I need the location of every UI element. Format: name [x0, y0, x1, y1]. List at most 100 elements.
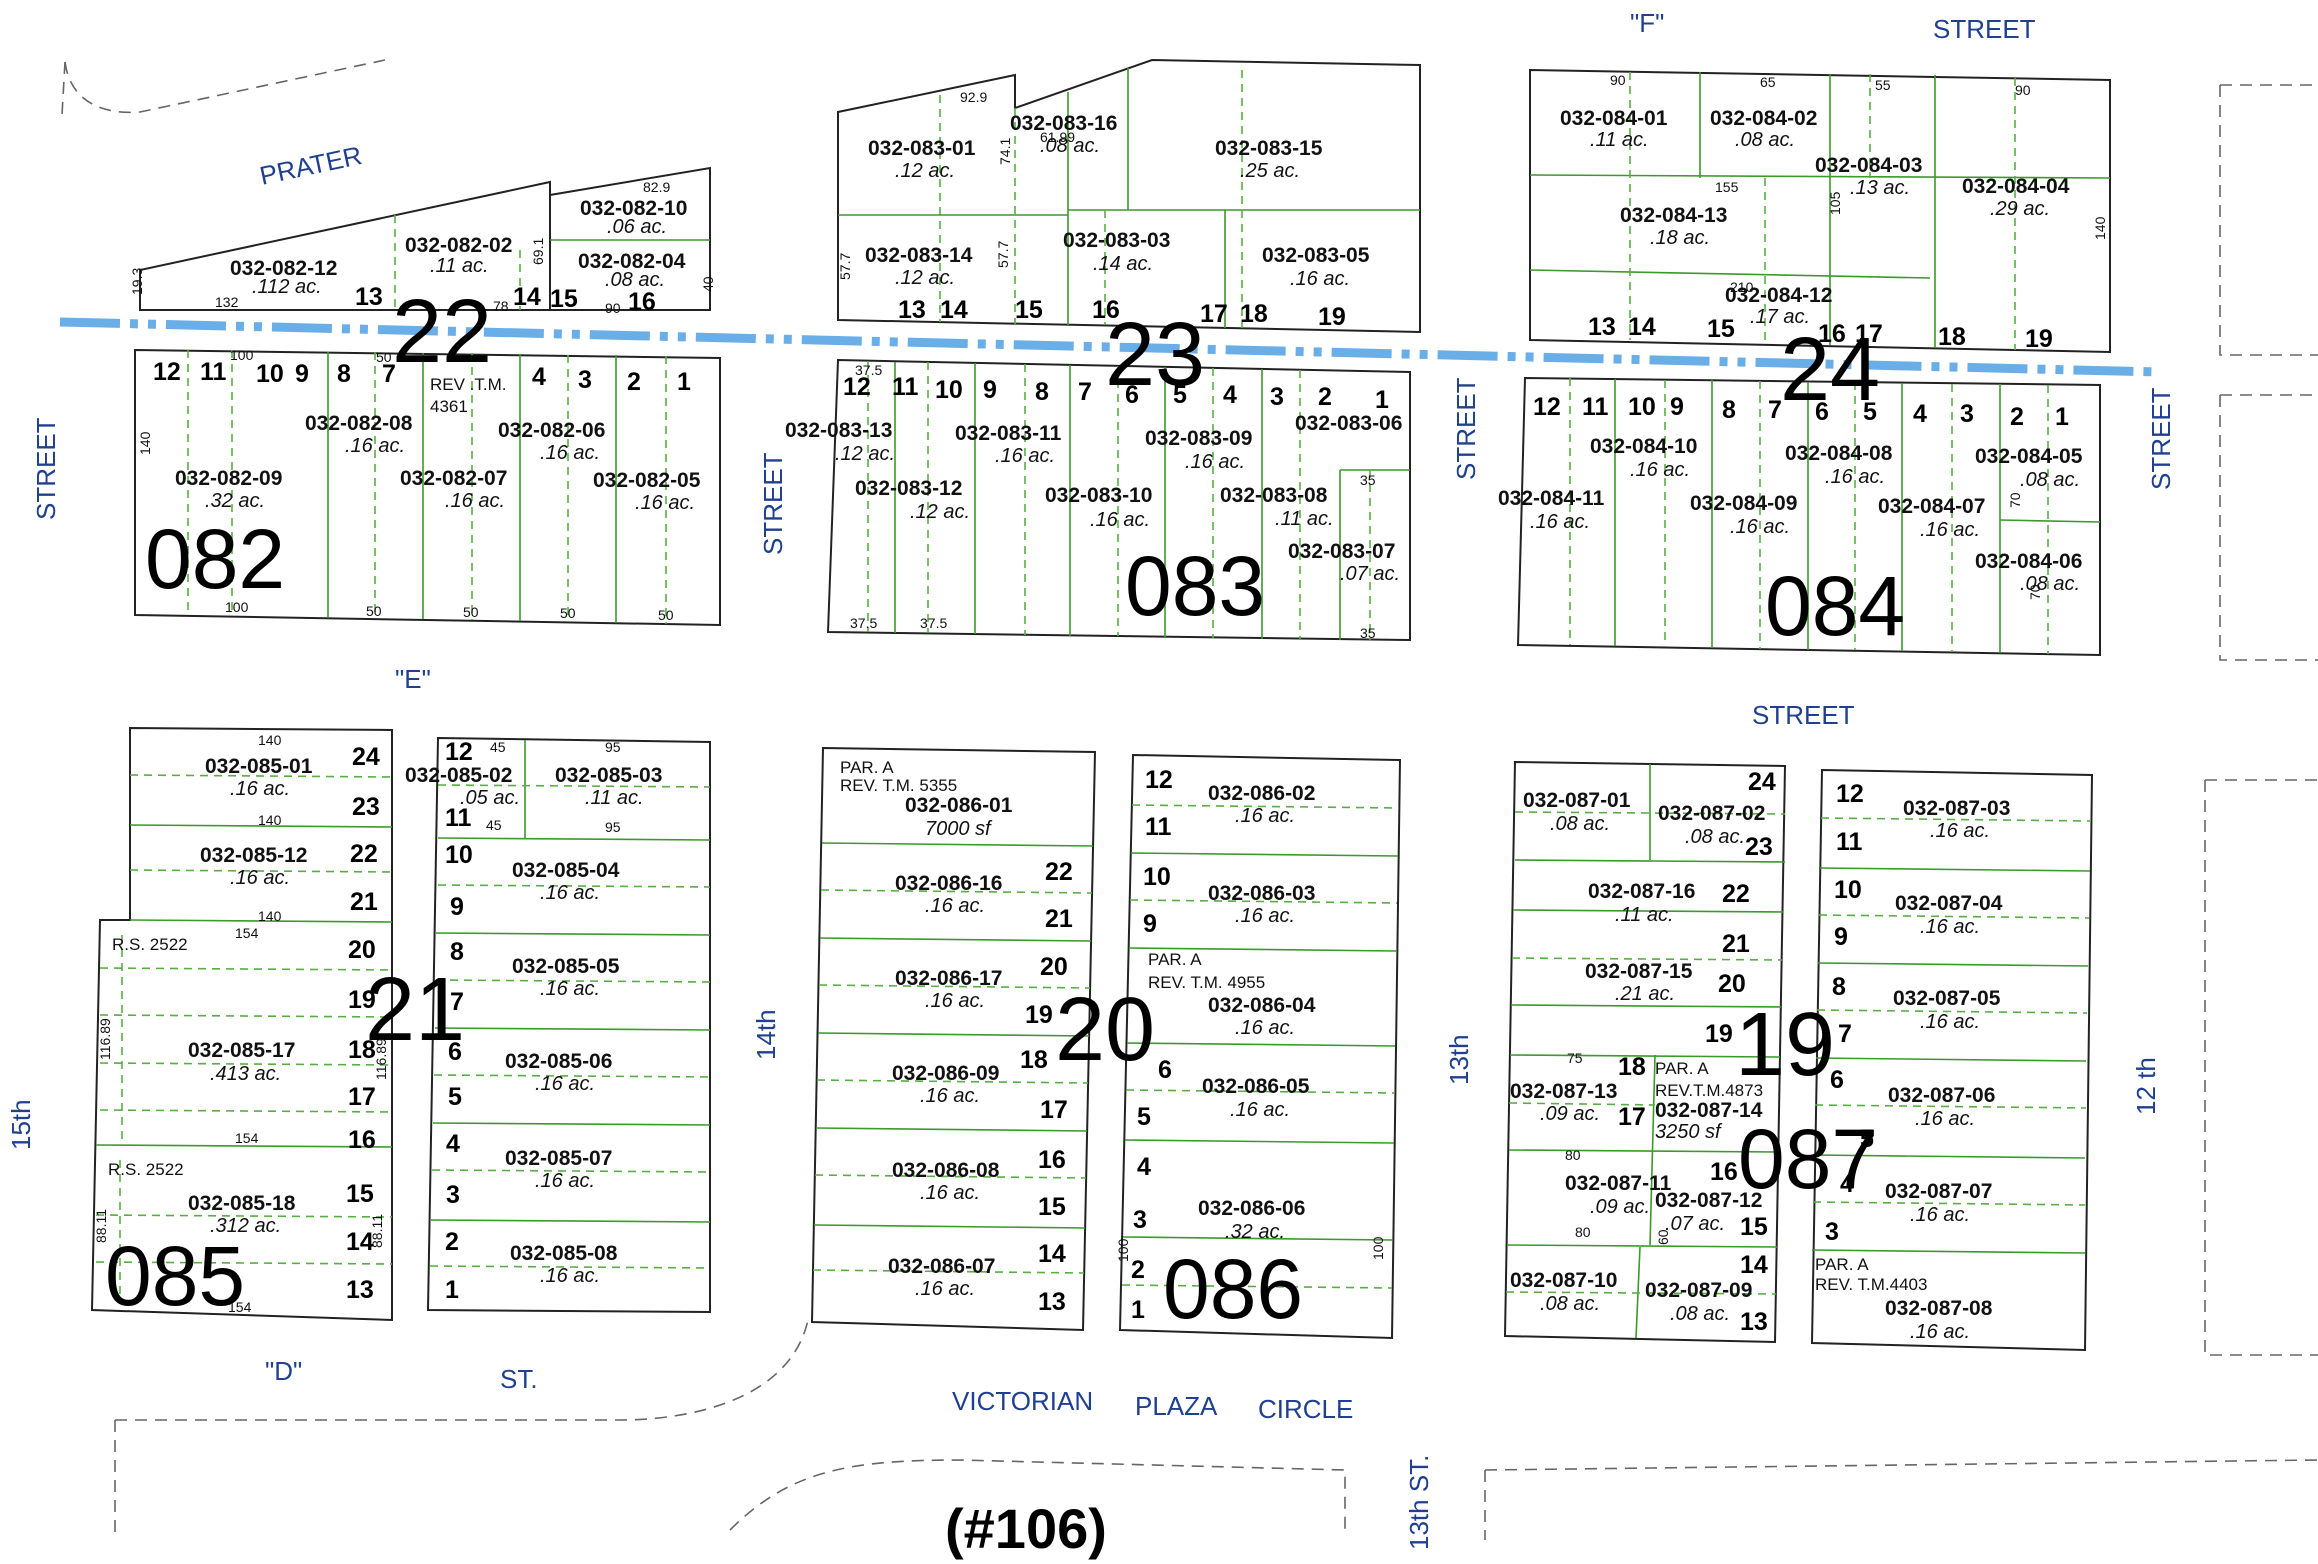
parcel-apn[interactable]: 032-084-07 [1878, 495, 1985, 518]
block-083-north [837, 58, 1421, 334]
lot-number: 5 [1860, 1125, 1874, 1153]
lot-number: 2 [445, 1228, 459, 1256]
parcel-apn[interactable]: 032-087-12 [1655, 1189, 1762, 1212]
parcel-apn[interactable]: 032-083-16 [1010, 112, 1117, 135]
parcel-apn[interactable]: 032-085-06 [505, 1050, 612, 1073]
parcel-apn[interactable]: 032-086-06 [1198, 1197, 1305, 1220]
parcel-apn[interactable]: 032-087-05 [1893, 987, 2001, 1010]
parcel-area: .25 ac. [1240, 160, 1300, 182]
parcel-apn[interactable]: 032-083-13 [785, 419, 892, 442]
parcel-apn[interactable]: 032-084-11 [1498, 487, 1605, 510]
parcel-apn[interactable]: 032-087-16 [1588, 880, 1695, 903]
parcel-apn[interactable]: 032-082-07 [400, 467, 507, 490]
parcel-apn[interactable]: 032-082-04 [578, 250, 686, 273]
parcel-apn[interactable]: 032-084-06 [1975, 550, 2082, 573]
parcel-apn[interactable]: 032-085-04 [512, 859, 620, 882]
lot-number: 2 [2010, 403, 2024, 431]
dimension-label: 40 [700, 276, 716, 292]
parcel-apn[interactable]: 032-084-01 [1560, 107, 1668, 130]
parcel-apn[interactable]: 032-082-09 [175, 467, 282, 490]
parcel-apn[interactable]: 032-086-03 [1208, 882, 1315, 905]
parcel-apn[interactable]: 032-085-02 [405, 764, 512, 787]
parcel-apn[interactable]: 032-085-08 [510, 1242, 618, 1265]
parcel-apn[interactable]: 032-086-17 [895, 967, 1002, 990]
parcel-apn[interactable]: 032-086-08 [892, 1159, 1000, 1182]
parcel-apn[interactable]: 032-083-14 [865, 244, 973, 267]
parcel-apn[interactable]: 032-084-04 [1962, 175, 2070, 198]
parcel-apn[interactable]: 032-083-10 [1045, 484, 1152, 507]
parcel-apn[interactable]: 032-083-08 [1220, 484, 1328, 507]
parcel-apn[interactable]: 032-087-06 [1888, 1084, 1995, 1107]
parcel-apn[interactable]: 032-087-01 [1523, 789, 1631, 812]
parcel-apn[interactable]: 032-083-03 [1063, 229, 1170, 252]
parcel-apn[interactable]: 032-087-02 [1658, 802, 1765, 825]
parcel-apn[interactable]: 032-083-15 [1215, 137, 1323, 160]
parcel-area: .08 ac. [1040, 135, 1100, 157]
parcel-apn[interactable]: 032-082-06 [498, 419, 605, 442]
street-label-prater: PRATER [257, 140, 365, 191]
parcel-apn[interactable]: 032-084-05 [1975, 445, 2083, 468]
parcel-apn[interactable]: 032-082-02 [405, 234, 512, 257]
parcel-apn[interactable]: 032-084-08 [1785, 442, 1893, 465]
parcel-apn[interactable]: 032-083-01 [868, 137, 976, 160]
parcel-apn[interactable]: 032-087-08 [1885, 1297, 1993, 1320]
lot-number: 8 [450, 938, 464, 966]
parcel-apn[interactable]: 032-084-02 [1710, 107, 1817, 130]
parcel-apn[interactable]: 032-085-05 [512, 955, 620, 978]
parcel-apn[interactable]: 032-087-07 [1885, 1180, 1992, 1203]
parcel-apn[interactable]: 032-085-07 [505, 1147, 612, 1170]
parcel-apn[interactable]: 032-086-07 [888, 1255, 995, 1278]
parcel-apn[interactable]: 032-084-13 [1620, 204, 1727, 227]
lot-number: 4 [446, 1130, 460, 1158]
lot-number: 17 [1855, 320, 1883, 348]
parcel-apn[interactable]: 032-087-10 [1510, 1269, 1617, 1292]
street-label-d-quote: "D" [265, 1356, 302, 1386]
parcel-apn[interactable]: 032-085-18 [188, 1192, 296, 1215]
parcel-apn[interactable]: 032-086-05 [1202, 1075, 1310, 1098]
lot-dimensions: 19.3 132 78 69.1 90 82.9 40 100 50 140 1… [93, 72, 2108, 1315]
parcel-apn[interactable]: 032-086-02 [1208, 782, 1315, 805]
parcel-apn[interactable]: 032-087-13 [1510, 1080, 1617, 1103]
parcel-apn[interactable]: 032-087-15 [1585, 960, 1693, 983]
parcel-apn[interactable]: 032-084-12 [1725, 284, 1832, 307]
parcel-apn[interactable]: 032-085-12 [200, 844, 307, 867]
parcel-apn[interactable]: 032-087-04 [1895, 892, 2003, 915]
parcel-apn[interactable]: 032-086-09 [892, 1062, 999, 1085]
parcel-apn[interactable]: 032-087-14 [1655, 1099, 1763, 1122]
parcel-apn[interactable]: 032-082-12 [230, 257, 337, 280]
parcel-apn[interactable]: 032-082-08 [305, 412, 413, 435]
block-number-24: 24 [1780, 320, 1880, 420]
parcel-apn[interactable]: 032-086-01 [905, 794, 1013, 817]
parcel-apn[interactable]: 032-083-12 [855, 477, 962, 500]
parcel-apn[interactable]: 032-083-11 [955, 422, 1062, 445]
parcel-apn[interactable]: 032-085-17 [188, 1039, 295, 1062]
block-087-west [1503, 760, 1787, 1344]
parcel-apn[interactable]: 032-087-09 [1645, 1279, 1752, 1302]
parcel-apn[interactable]: 032-084-03 [1815, 154, 1922, 177]
lot-number: 6 [1125, 381, 1139, 409]
parcel-apn[interactable]: 032-082-05 [593, 469, 701, 492]
parcel-apn[interactable]: 032-083-06 [1295, 412, 1402, 435]
lot-number: 7 [1078, 378, 1092, 406]
lot-number: 3 [578, 366, 592, 394]
parcel-area: .18 ac. [1650, 227, 1710, 249]
parcel-apn[interactable]: 032-085-01 [205, 755, 313, 778]
parcel-apn[interactable]: 032-086-04 [1208, 994, 1316, 1017]
parcel-apn[interactable]: 032-087-11 [1565, 1172, 1672, 1195]
dimension-label: 78 [493, 298, 509, 314]
dimension-label: 50 [463, 604, 479, 620]
dimension-label: 70 [2007, 492, 2023, 508]
dimension-label: 100 [225, 599, 249, 615]
parcel-apn[interactable]: 032-083-05 [1262, 244, 1370, 267]
parcel-apn[interactable]: 032-083-09 [1145, 427, 1252, 450]
parcel-apn[interactable]: 032-083-07 [1288, 540, 1395, 563]
parcel-apn[interactable]: 032-085-03 [555, 764, 662, 787]
parcel-area: .17 ac. [1750, 306, 1810, 328]
block-082-north [139, 166, 711, 311]
parcel-apn[interactable]: 032-086-16 [895, 872, 1002, 895]
lot-number: 1 [2055, 403, 2069, 431]
parcel-apn[interactable]: 032-082-10 [580, 197, 687, 220]
parcel-apn[interactable]: 032-084-10 [1590, 435, 1697, 458]
parcel-apn[interactable]: 032-084-09 [1690, 492, 1797, 515]
parcel-apn[interactable]: 032-087-03 [1903, 797, 2010, 820]
